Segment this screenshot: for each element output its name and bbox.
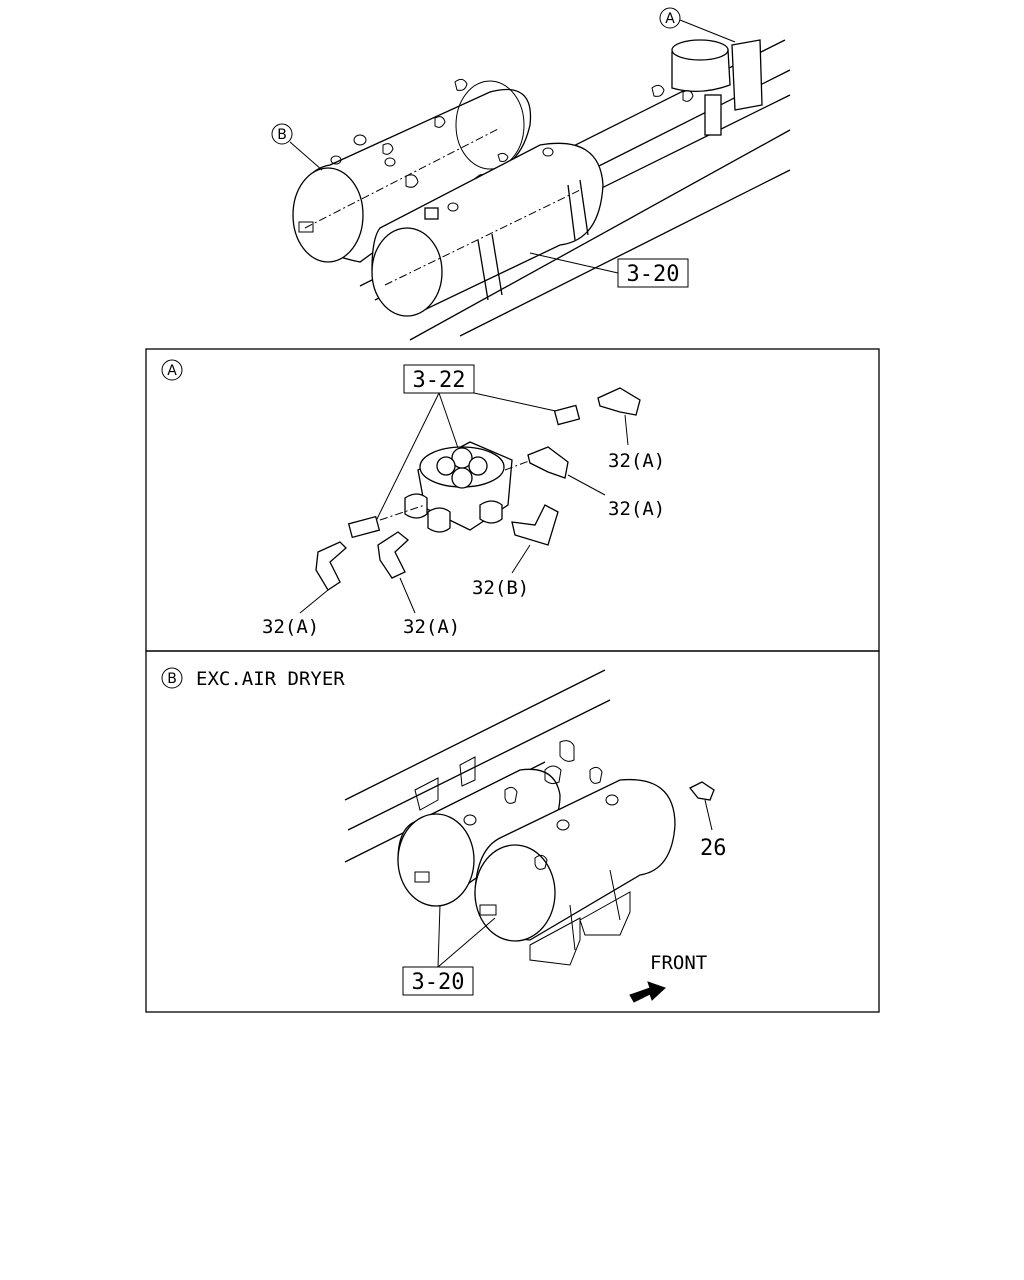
label-32a-4: 32(A)	[403, 616, 460, 638]
callout-a: A	[659, 7, 736, 43]
detail-b-panel: B EXC.AIR DRYER	[145, 650, 880, 1013]
tank-fittings	[330, 78, 509, 188]
fitting-32a-lower-left	[315, 515, 381, 591]
fitting-32a-lower-middle	[377, 531, 409, 579]
label-32a-1: 32(A)	[608, 450, 665, 472]
air-tank-b-front	[474, 778, 676, 942]
svg-text:A: A	[167, 363, 177, 379]
fitting-32a-middle-right	[527, 446, 569, 479]
svg-text:B: B	[167, 671, 177, 687]
front-arrow-icon	[629, 981, 666, 1003]
label-32a-2: 32(A)	[608, 498, 665, 520]
air-tank-rear	[292, 80, 532, 263]
label-32a-3: 32(A)	[262, 616, 319, 638]
callout-b: B	[271, 123, 323, 171]
svg-text:26: 26	[700, 836, 727, 861]
svg-text:3-20: 3-20	[627, 262, 680, 287]
svg-text:3-20: 3-20	[412, 970, 465, 995]
detail-b-caption: EXC.AIR DRYER	[196, 668, 345, 690]
relay-valve	[379, 441, 546, 533]
label-32b: 32(B)	[472, 577, 529, 599]
tank-b-fittings	[463, 740, 619, 870]
svg-text:3-22: 3-22	[413, 368, 466, 393]
ref-box-3-20-top: 3-20	[529, 252, 689, 288]
air-tank-front	[371, 142, 604, 317]
fitting-32b	[511, 504, 559, 546]
fitting-26: 26	[688, 781, 727, 861]
svg-text:B: B	[277, 127, 287, 143]
ref-box-3-20-detail: 3-20	[402, 904, 496, 996]
svg-text:A: A	[665, 11, 675, 27]
front-indicator: FRONT	[629, 952, 707, 1003]
top-overview: A B 3-20	[271, 7, 791, 341]
air-tank-b-rear	[397, 768, 561, 907]
valve-assembly-overview	[651, 39, 763, 136]
ref-box-3-22: 3-22	[374, 364, 561, 524]
detail-a-panel: A 3-22	[145, 348, 880, 652]
svg-text:FRONT: FRONT	[650, 952, 707, 974]
fitting-32a-upper-right	[553, 387, 641, 426]
